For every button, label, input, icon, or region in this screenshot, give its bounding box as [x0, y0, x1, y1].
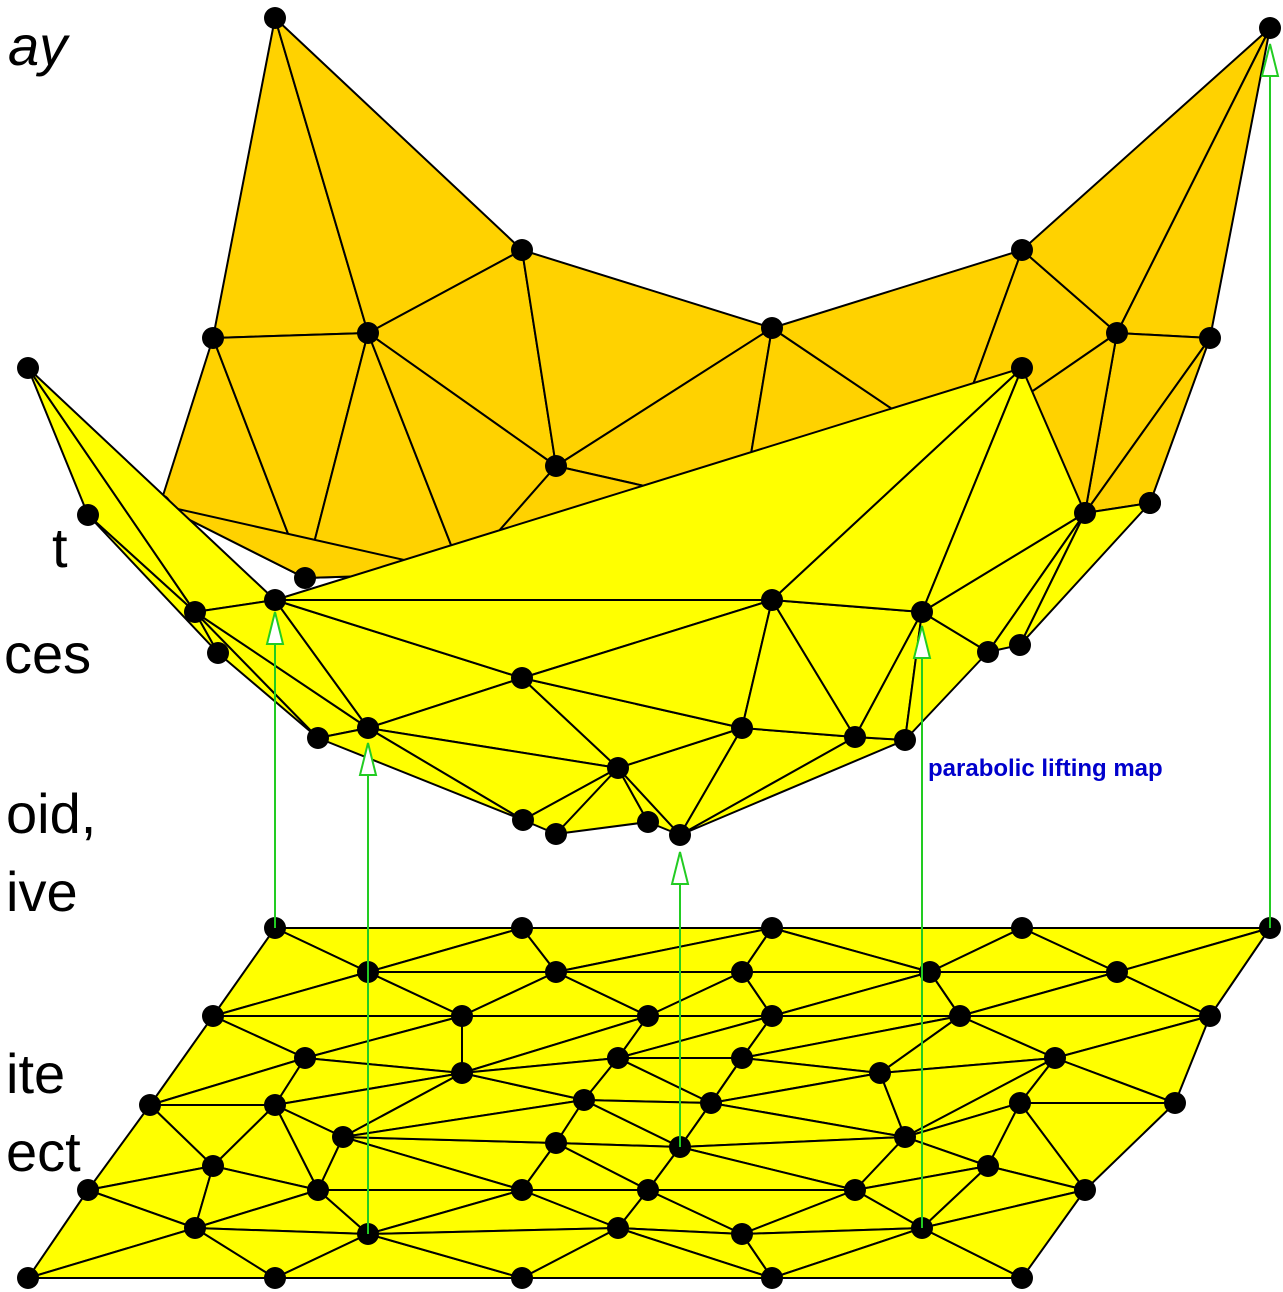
lifted-back-vertex — [1106, 322, 1128, 344]
plane-vertex — [202, 1005, 224, 1027]
plane-vertex — [844, 1179, 866, 1201]
lifting-arrowhead — [672, 852, 688, 884]
lifted-front-vertex — [844, 726, 866, 748]
plane-vertex — [511, 1267, 533, 1289]
plane-vertex — [77, 1179, 99, 1201]
plane-vertex — [761, 1005, 783, 1027]
lifted-front-vertex — [731, 717, 753, 739]
plane-vertex — [184, 1217, 206, 1239]
lifted-back-vertex — [761, 317, 783, 339]
lifted-front-vertex — [1139, 492, 1161, 514]
lifted-back-vertex — [1011, 239, 1033, 261]
lifted-front-vertex — [977, 641, 999, 663]
planar-triangulation — [17, 917, 1281, 1289]
plane-vertex — [511, 1179, 533, 1201]
lifted-front-vertex — [761, 589, 783, 611]
plane-vertex — [607, 1217, 629, 1239]
plane-vertex — [894, 1126, 916, 1148]
lifted-back-vertex — [545, 455, 567, 477]
plane-vertex — [731, 961, 753, 983]
lifted-back-vertex — [1199, 327, 1221, 349]
plane-vertex — [202, 1155, 224, 1177]
plane-vertex — [761, 1267, 783, 1289]
plane-vertex — [700, 1092, 722, 1114]
plane-vertex — [949, 1005, 971, 1027]
lifted-front-vertex — [1074, 502, 1096, 524]
plane-vertex — [731, 1223, 753, 1245]
lifted-back-vertex — [202, 327, 224, 349]
plane-vertex — [1009, 1092, 1031, 1114]
plane-vertex — [139, 1094, 161, 1116]
plane-vertex — [264, 1267, 286, 1289]
lifted-front-vertex — [307, 727, 329, 749]
lifted-back-vertex — [1259, 17, 1281, 39]
lifted-front-vertex — [894, 729, 916, 751]
lifted-front-vertex — [1011, 357, 1033, 379]
plane-vertex — [545, 1132, 567, 1154]
plane-vertex — [1106, 961, 1128, 983]
plane-vertex — [451, 1062, 473, 1084]
lifted-front-vertex — [207, 642, 229, 664]
plane-vertex — [1011, 917, 1033, 939]
lifted-front-vertex — [669, 824, 691, 846]
lifted-front-vertex — [184, 601, 206, 623]
lifted-back-vertex — [264, 7, 286, 29]
lifted-back-vertex — [357, 322, 379, 344]
plane-vertex — [869, 1062, 891, 1084]
plane-vertex — [637, 1179, 659, 1201]
plane-vertex — [294, 1047, 316, 1069]
lifted-front-vertex — [264, 589, 286, 611]
lifted-front-vertex — [511, 667, 533, 689]
plane-vertex — [637, 1005, 659, 1027]
lifted-front-vertex — [512, 809, 534, 831]
plane-vertex — [1199, 1005, 1221, 1027]
plane-vertex — [545, 961, 567, 983]
plane-vertex — [731, 1047, 753, 1069]
plane-vertex — [332, 1126, 354, 1148]
plane-vertex — [573, 1089, 595, 1111]
lifted-front-vertex — [77, 504, 99, 526]
plane-vertex — [1011, 1267, 1033, 1289]
plane-vertex — [451, 1005, 473, 1027]
plane-vertex — [17, 1267, 39, 1289]
plane-vertex — [607, 1047, 629, 1069]
plane-vertex — [977, 1155, 999, 1177]
parabolic-lifting-map-label: parabolic lifting map — [928, 755, 1163, 782]
lifted-front-vertex — [357, 717, 379, 739]
lifted-front-vertex — [1009, 634, 1031, 656]
lifted-back-vertex — [511, 239, 533, 261]
lifted-front-vertex — [637, 811, 659, 833]
plane-vertex — [1044, 1047, 1066, 1069]
lifted-front-vertex — [911, 601, 933, 623]
plane-vertex — [1164, 1092, 1186, 1114]
lifted-front-vertex — [607, 757, 629, 779]
plane-vertex — [1074, 1179, 1096, 1201]
plane-vertex — [761, 917, 783, 939]
plane-vertex — [264, 1094, 286, 1116]
plane-vertex — [511, 917, 533, 939]
lifted-back-vertex — [294, 567, 316, 589]
lifted-front-vertex — [545, 823, 567, 845]
plane-vertex — [307, 1179, 329, 1201]
lifted-front-vertex — [17, 357, 39, 379]
